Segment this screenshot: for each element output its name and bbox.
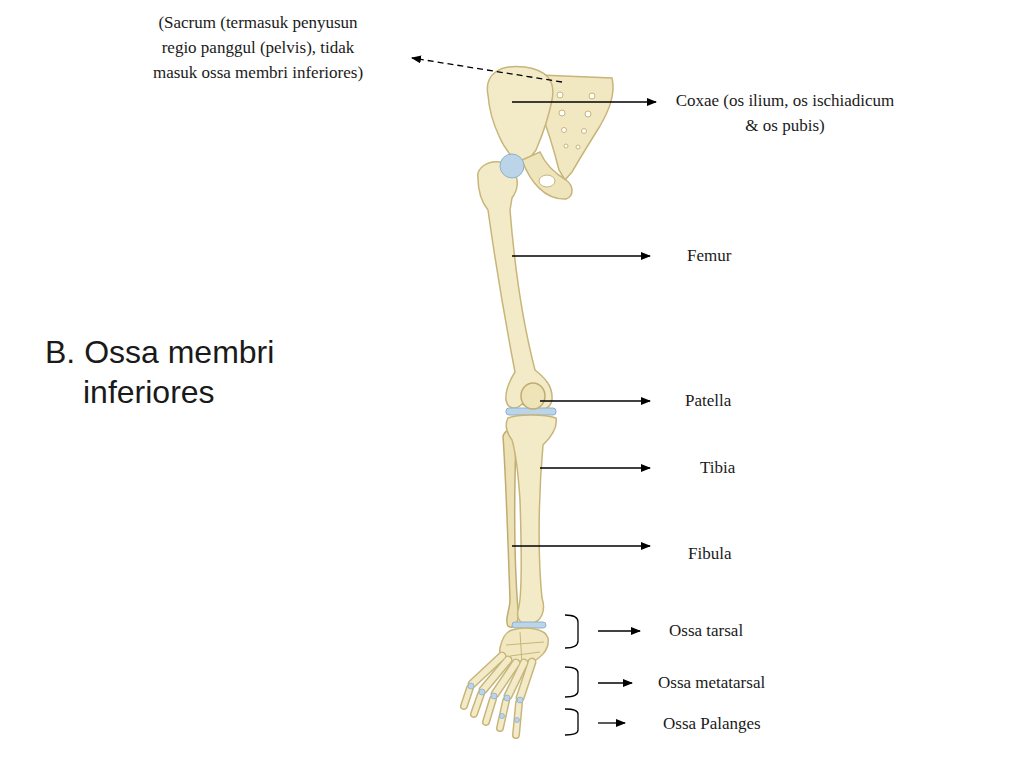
part-label: Patella — [685, 388, 805, 413]
part-label: Ossa tarsal — [669, 618, 819, 643]
part-label: Fibula — [688, 541, 808, 566]
sacrum-note: (Sacrum (termasuk penyusun regio panggul… — [140, 10, 376, 85]
metatarsal-bones — [472, 656, 532, 698]
part-label: Tibia — [700, 455, 820, 480]
part-label: Coxae (os ilium, os ischiadicum & os pub… — [672, 88, 898, 138]
patella-bone — [521, 383, 545, 409]
sacral-foramina — [557, 92, 595, 149]
slide-title: B. Ossa membri inferiores — [45, 332, 335, 412]
leader-arrows — [412, 58, 656, 723]
tibia-bone — [506, 415, 556, 624]
part-label: Ossa metatarsal — [658, 670, 828, 695]
phalanx-bones — [464, 688, 519, 735]
ankle-cartilage — [512, 622, 546, 628]
ilium-bone — [487, 66, 552, 166]
brackets — [565, 615, 578, 735]
pubis-ischium-bone — [522, 152, 572, 199]
part-label: Femur — [687, 243, 807, 268]
part-label: Ossa Palanges — [663, 711, 833, 736]
femoral-head-cartilage — [500, 154, 524, 178]
toe-joint-cartilage — [468, 683, 523, 723]
obturator-foramen — [539, 175, 555, 187]
femur-bone — [478, 162, 552, 410]
